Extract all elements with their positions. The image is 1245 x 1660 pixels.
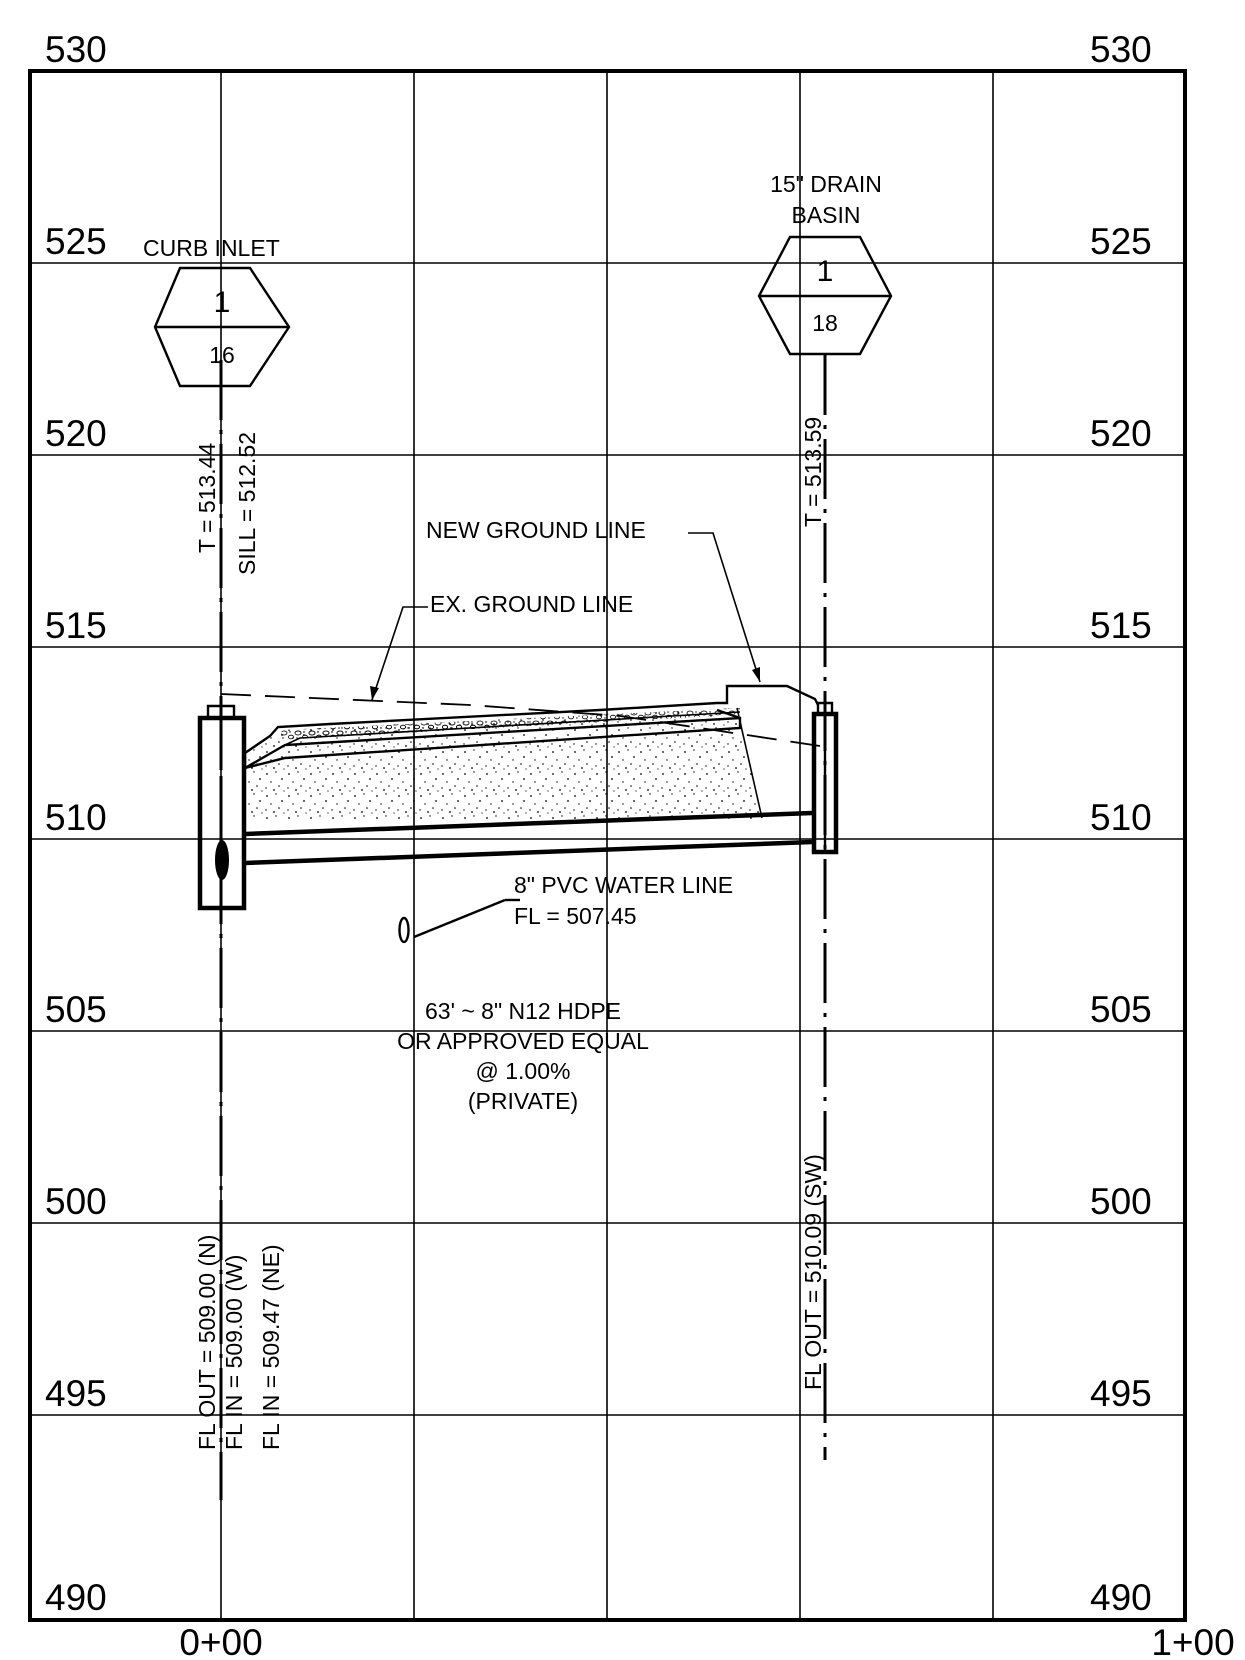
svg-text:(PRIVATE): (PRIVATE) bbox=[468, 1088, 578, 1114]
structure-number: 1 bbox=[817, 255, 834, 288]
elevation-label: 500 bbox=[45, 1181, 107, 1222]
pavement-section bbox=[243, 684, 820, 820]
elevation-label: 490 bbox=[45, 1577, 107, 1618]
water-line-crossing: 8" PVC WATER LINE FL = 507.45 bbox=[398, 872, 733, 944]
sill-elevation: SILL = 512.52 bbox=[234, 432, 260, 575]
station-label-start: 0+00 bbox=[179, 1622, 262, 1660]
fl-out-elevation: FL OUT = 509.00 (N) bbox=[194, 1235, 220, 1450]
water-line-label: 8" PVC WATER LINE bbox=[514, 872, 733, 898]
pipe-note: 63' ~ 8" N12 HDPE OR APPROVED EQUAL @ 1.… bbox=[397, 998, 649, 1114]
drain-basin-structure bbox=[811, 701, 839, 855]
elevation-label: 525 bbox=[1090, 221, 1152, 262]
elevation-label: 490 bbox=[1090, 1577, 1152, 1618]
top-elevation: T = 513.59 bbox=[800, 417, 826, 527]
fl-out-elevation: FL OUT = 510.09 (SW) bbox=[800, 1154, 826, 1390]
curb-inlet-structure bbox=[197, 704, 247, 911]
elevation-label: 500 bbox=[1090, 1181, 1152, 1222]
drain-basin-title: 15" DRAIN bbox=[770, 171, 882, 197]
elevation-label: 515 bbox=[1090, 605, 1152, 646]
elevation-label: 505 bbox=[1090, 989, 1152, 1030]
drain-basin-title: BASIN bbox=[791, 202, 860, 228]
elevation-label: 520 bbox=[45, 413, 107, 454]
elevation-label: 525 bbox=[45, 221, 107, 262]
hdpe-pipe bbox=[244, 810, 813, 866]
svg-text:@ 1.00%: @ 1.00% bbox=[476, 1058, 571, 1084]
elevation-label: 505 bbox=[45, 989, 107, 1030]
elevation-label: 510 bbox=[45, 797, 107, 838]
elevation-label: 510 bbox=[1090, 797, 1152, 838]
drain-basin-callout: 15" DRAIN BASIN 1 18 bbox=[757, 171, 893, 356]
ex-ground-leader: EX. GROUND LINE bbox=[370, 591, 633, 701]
fl-in-w-elevation: FL IN = 509.00 (W) bbox=[221, 1255, 247, 1450]
ex-ground-label: EX. GROUND LINE bbox=[430, 591, 633, 617]
sheet-number: 16 bbox=[209, 342, 235, 368]
svg-text:OR APPROVED EQUAL: OR APPROVED EQUAL bbox=[397, 1028, 649, 1054]
elevation-label: 495 bbox=[45, 1373, 107, 1414]
drain-basin-annotations: T = 513.59 FL OUT = 510.09 (SW) bbox=[800, 417, 826, 1390]
new-ground-leader: NEW GROUND LINE bbox=[426, 517, 761, 683]
curb-inlet-callout: CURB INLET 1 16 bbox=[143, 235, 291, 388]
water-line-fl: FL = 507.45 bbox=[514, 903, 637, 929]
svg-text:63' ~ 8" N12 HDPE: 63' ~ 8" N12 HDPE bbox=[425, 998, 621, 1024]
elevation-label: 515 bbox=[45, 605, 107, 646]
drawing-border bbox=[28, 69, 1187, 1622]
structure-number: 1 bbox=[214, 286, 231, 319]
elevation-labels-right: 530 525 520 515 510 505 500 495 490 bbox=[1090, 29, 1152, 1618]
station-label-end: 1+00 bbox=[1151, 1622, 1234, 1660]
inlet-invert bbox=[215, 840, 229, 880]
top-elevation: T = 513.44 bbox=[194, 443, 220, 553]
elevation-label: 530 bbox=[45, 29, 107, 70]
fl-in-ne-elevation: FL IN = 509.47 (NE) bbox=[258, 1244, 284, 1450]
sheet-number: 18 bbox=[812, 310, 838, 336]
water-pipe-section bbox=[398, 916, 410, 944]
curb-inlet-title: CURB INLET bbox=[143, 235, 280, 261]
curb-inlet-annotations: T = 513.44 SILL = 512.52 FL OUT = 509.00… bbox=[194, 432, 284, 1450]
elevation-labels-left: 530 525 520 515 510 505 500 495 490 bbox=[45, 29, 107, 1618]
elevation-label: 520 bbox=[1090, 413, 1152, 454]
new-ground-label: NEW GROUND LINE bbox=[426, 517, 646, 543]
elevation-label: 495 bbox=[1090, 1373, 1152, 1414]
elevation-label: 530 bbox=[1090, 29, 1152, 70]
